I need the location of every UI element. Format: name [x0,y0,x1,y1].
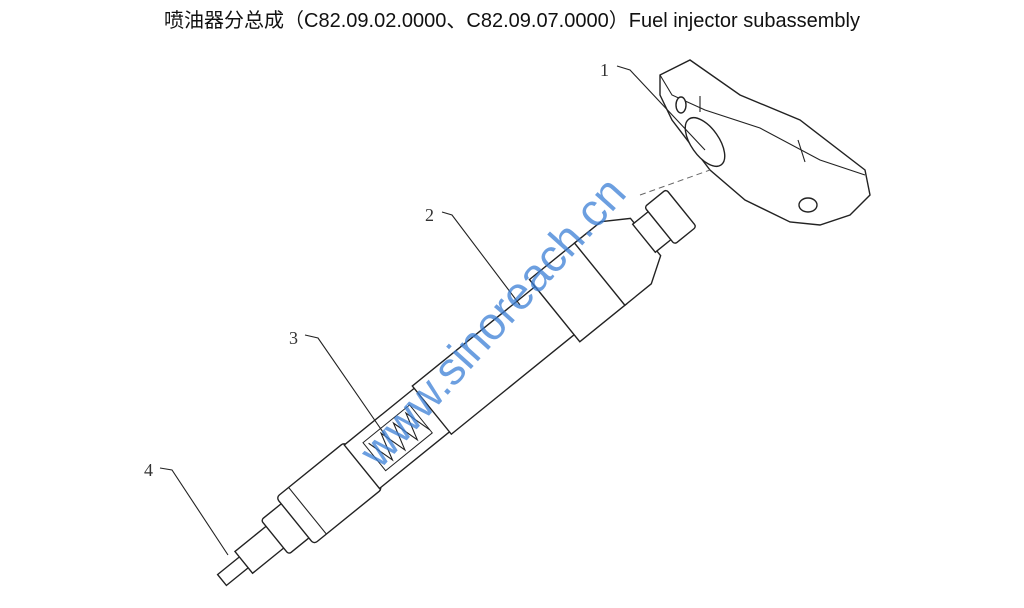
callout-4: 4 [144,460,153,480]
leader-2 [441,211,521,306]
leader-4 [159,467,229,556]
part-2-injector-body [216,189,696,587]
callout-3: 3 [289,328,298,348]
part-1-bracket [659,59,871,226]
leader-1 [616,65,706,151]
callout-1: 1 [600,60,609,80]
leader-3 [304,334,386,436]
callout-2: 2 [425,205,434,225]
diagram-title: 喷油器分总成（C82.09.02.0000、C82.09.07.0000）Fue… [164,10,860,32]
axis-centerline [639,169,711,196]
part-3-spring-window [362,404,433,472]
